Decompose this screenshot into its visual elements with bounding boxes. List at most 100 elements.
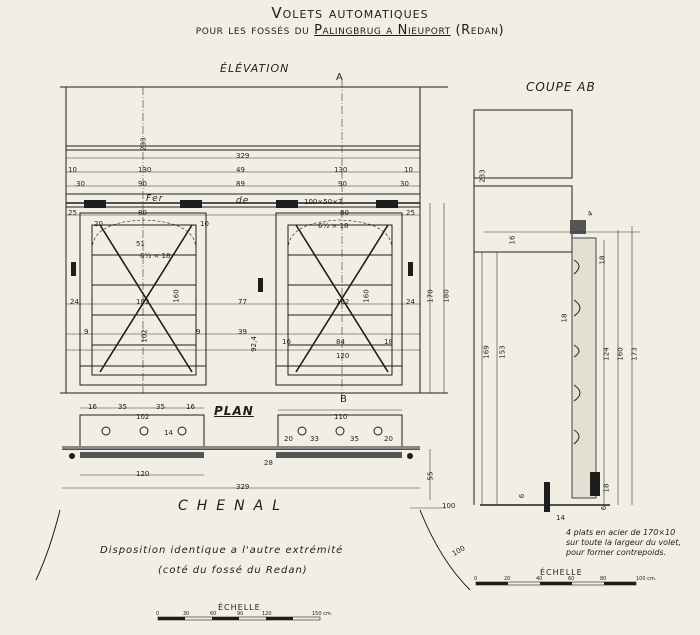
dim-160-left: 160 [172,289,181,303]
plan-dim-120: 120 [136,470,150,478]
coupe-dim-160: 160 [616,347,625,361]
coupe-dim-18-top: 18 [598,255,607,265]
dim-77: 77 [238,298,247,306]
scale-left-tick-60: 60 [210,611,217,617]
dim-24-left: 24 [70,298,79,306]
dim-102-right: 102 [336,298,350,306]
subtitle-part-3: (Redan) [450,23,505,38]
subtitle-underlined-place: Palingbrug a Nieuport [314,23,451,38]
dim-130: 130 [138,166,152,174]
plan-dim-110: 110 [334,413,348,421]
dim-49: 49 [236,166,245,174]
coupe-dim-233: 233 [478,169,487,183]
coupe-note-line3: pour former contrepoids. [566,548,667,557]
coupe-dim-173: 173 [630,347,639,361]
coupe-dim-18-mid: 18 [560,313,569,323]
scale-left-tick-0: 0 [156,611,160,617]
scale-left-tick-30: 30 [183,611,190,617]
dim-92: 92,4 [249,336,258,352]
plan-dim-35-a: 35 [118,403,127,411]
dim-233-elev: 233 [139,137,148,151]
subtitle-part-1: pour les fossés du [195,23,315,38]
dim-24-right: 24 [406,298,415,306]
fer-label: Fer [146,194,164,204]
dim-39: 39 [238,328,247,336]
dim-130-right: 130 [334,166,348,174]
scale-right-tick-40: 40 [536,576,543,582]
drawing-subtitle: pour les fossés du Palingbrug a Nieuport… [0,23,700,38]
dim-18-right-shutter: 18 [384,338,393,346]
plan-dim-20-right: 20 [384,435,393,443]
fer-size: 100×50×7 [304,198,343,206]
dim-80-left: 80 [138,209,147,217]
dim-25-right: 25 [406,209,415,217]
dim-80-right: 80 [340,209,349,217]
left-shutter [79,212,207,386]
de-label: de [236,196,250,206]
water-level-100-left: 100 [442,502,456,510]
dim-30-left: 30 [76,180,85,188]
right-shutter [275,212,403,386]
coupe-dim-16: 16 [508,235,517,245]
dim-170: 170 [426,289,435,303]
scale-right-tick-100: 100 cm. [636,576,657,582]
dim-160-right: 160 [362,289,371,303]
dim-102-mid: 102 [136,298,150,306]
coupe-note-line2: sur toute la largeur du volet, [566,538,681,547]
section-marker-a: A [336,72,343,83]
dim-25-left: 25 [68,209,77,217]
scale-bar-right [475,581,637,586]
scale-right-tick-20: 20 [504,576,511,582]
dim-120-elev: 120 [336,352,350,360]
dim-6x18-left: 6½ × 18 [140,252,171,260]
scale-right-tick-0: 0 [474,576,478,582]
coupe-note-line1: 4 plats en acier de 170×10 [566,528,676,537]
coupe-label: COUPE AB [526,80,596,94]
drawing-title: Volets automatiques [271,4,429,22]
coupe-dim-6-right: 6 [600,505,609,511]
plan-dim-16-left: 16 [88,403,97,411]
dim-9-left: 9 [84,328,89,336]
plan-dim-35-b: 35 [156,403,165,411]
coupe-dim-6-left: 6 [518,493,527,499]
scale-bar-left [157,616,321,621]
coupe-dim-124: 124 [602,347,611,361]
dim-90-right: 90 [338,180,347,188]
scale-left-tick-120: 120 [262,611,272,617]
plan-dim-14: 14 [164,429,173,437]
dim-6x18-right: 6½ × 18 [318,222,349,230]
coupe-dim-14: 14 [556,514,565,522]
dim-10-left: 10 [68,166,77,174]
coupe-dim-18-bottom: 18 [602,483,611,493]
dim-30-right: 30 [400,180,409,188]
plan-dim-28: 28 [264,459,273,467]
plan-dim-16-right: 16 [186,403,195,411]
scale-right-label: ÉCHELLE [540,568,583,577]
scale-left-tick-150: 150 cm. [312,611,333,617]
dim-329: 329 [236,152,250,160]
plan-dim-329: 329 [236,483,250,491]
plan-view [35,407,471,591]
dim-51: 51 [136,240,145,248]
plan-dim-33: 33 [310,435,319,443]
dim-90-left: 90 [138,180,147,188]
plan-label: PLAN [214,404,254,418]
disposition-note-1: Disposition identique a l'autre extrémit… [100,545,344,556]
dim-10-shutter: 10 [200,220,209,228]
plan-dim-102: 102 [136,413,150,421]
scale-left-label: ÉCHELLE [218,603,261,612]
coupe-dim-169: 169 [482,345,491,359]
dim-10-right: 10 [404,166,413,174]
plan-dim-35-c: 35 [350,435,359,443]
plan-dim-55: 55 [426,471,435,481]
dim-89: 89 [236,180,245,188]
dim-84: 84 [336,338,345,346]
section-marker-b: B [340,394,347,405]
elevation-label: ÉLÉVATION [220,62,290,75]
disposition-note-2: (coté du fossé du Redan) [158,565,308,576]
coupe-dim-153: 153 [498,345,507,359]
plan-dim-20-left: 20 [284,435,293,443]
dim-16-right-shutter: 16 [282,338,291,346]
